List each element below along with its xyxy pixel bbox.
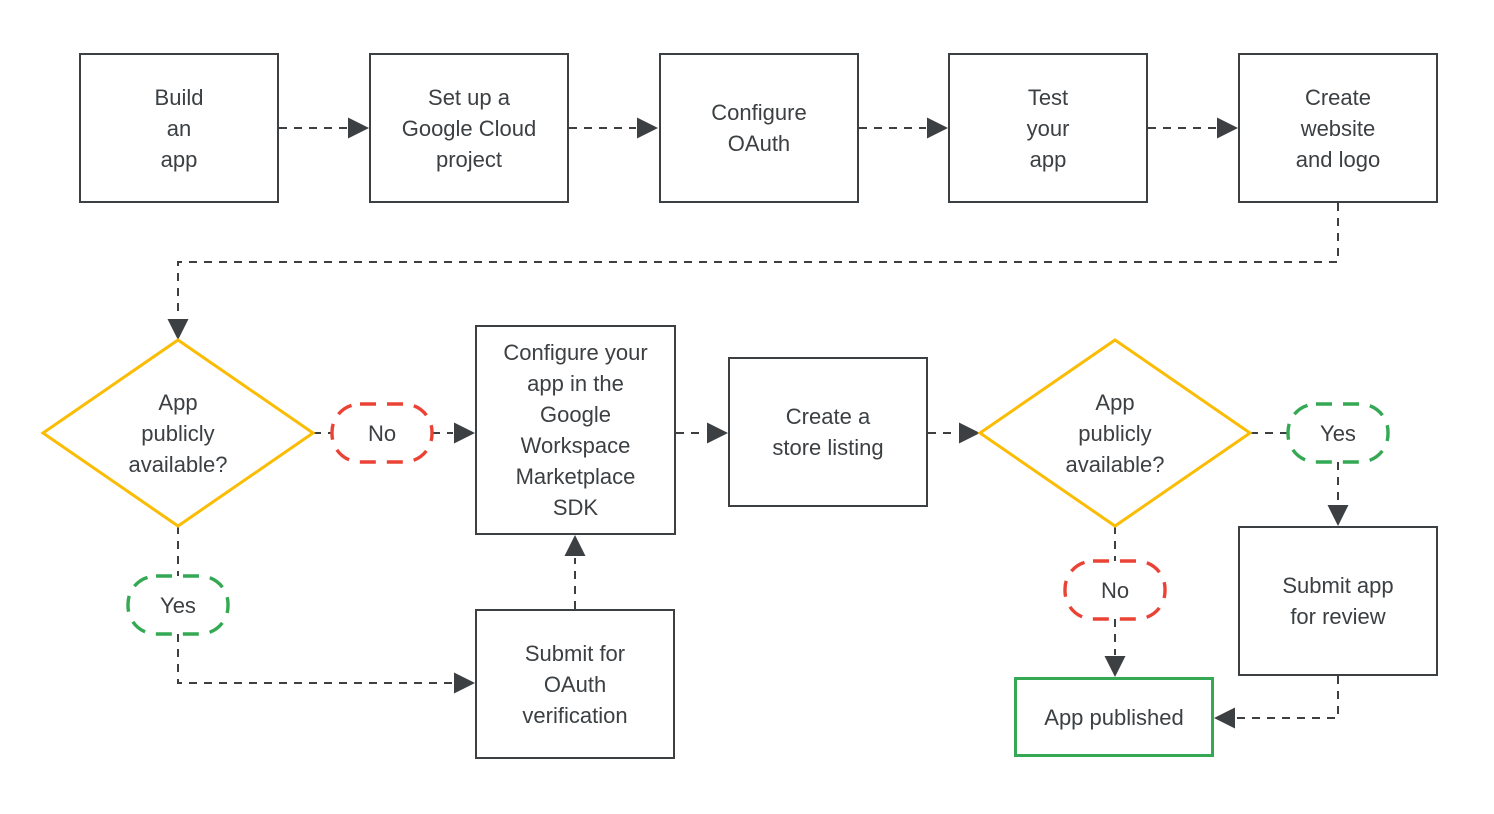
arrowhead — [959, 422, 980, 444]
connector-line — [177, 634, 453, 684]
node-setup-google-cloud-project: Set up a Google Cloud project — [369, 53, 569, 203]
node-create-website-and-logo: Create website and logo — [1238, 53, 1438, 203]
arrowheads — [167, 117, 1349, 729]
arrowhead — [348, 117, 369, 139]
decision-diamond — [40, 338, 316, 528]
decision-diamond — [977, 338, 1253, 528]
node-configure-app-marketplace-sdk: Configure your app in the Google Workspa… — [475, 325, 676, 535]
yes-oval — [1286, 402, 1390, 464]
node-create-store-listing: Create a store listing — [728, 357, 928, 507]
node-submit-app-for-review: Submit app for review — [1238, 526, 1438, 676]
node-submit-oauth-verification: Submit for OAuth verification — [475, 609, 675, 759]
arrowhead — [927, 117, 948, 139]
arrowhead — [1217, 117, 1238, 139]
yes-oval — [126, 574, 230, 636]
connector-lines — [177, 127, 1339, 719]
arrowhead — [1214, 707, 1235, 729]
connector-line — [177, 203, 1339, 317]
connector-line — [1237, 676, 1339, 719]
arrowhead — [564, 535, 586, 556]
arrowhead — [167, 319, 189, 340]
arrowhead — [454, 672, 475, 694]
arrowhead — [637, 117, 658, 139]
no-oval — [330, 402, 434, 464]
arrowhead — [1104, 656, 1126, 677]
arrowhead — [454, 422, 475, 444]
node-test-your-app: Test your app — [948, 53, 1148, 203]
no-oval — [1063, 559, 1167, 621]
arrowhead — [707, 422, 728, 444]
node-app-published: App published — [1014, 677, 1214, 757]
arrowhead — [1327, 505, 1349, 526]
node-configure-oauth: Configure OAuth — [659, 53, 859, 203]
node-build-app: Build an app — [79, 53, 279, 203]
